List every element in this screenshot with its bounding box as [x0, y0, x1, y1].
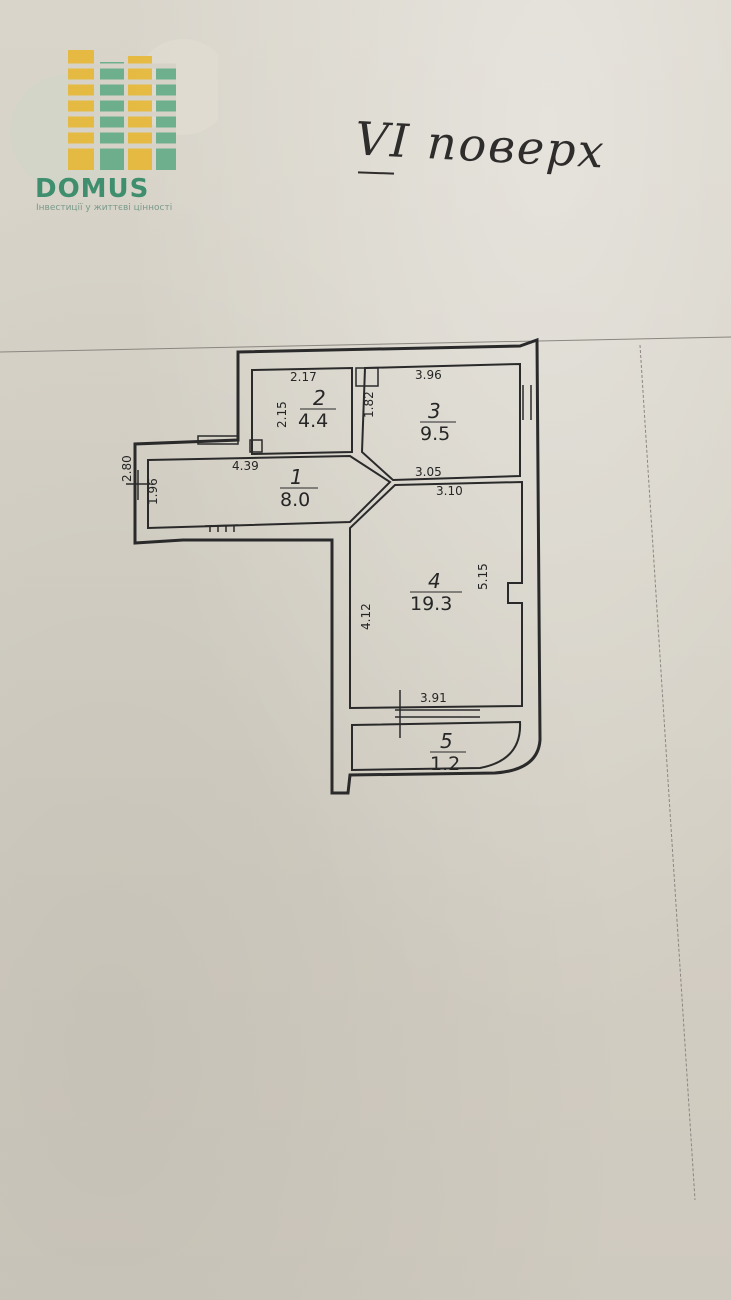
room-area: 19.3: [410, 593, 452, 615]
dimension-label: 5.15: [476, 563, 490, 590]
room-number: 4: [428, 569, 441, 593]
inner-wall: [251, 366, 353, 456]
dimension-label: 4.12: [359, 603, 373, 630]
dimension-label: 3.96: [415, 368, 442, 382]
dimension-label: 3.05: [415, 465, 442, 479]
radiator: [204, 524, 239, 532]
room-area: 4.4: [298, 410, 328, 432]
inner-wall: [147, 454, 392, 530]
inner-wall: [351, 720, 522, 772]
inner-wall: [360, 362, 521, 482]
room-area: 9.5: [420, 423, 450, 445]
logo-tagline: Інвестиції у життєві цінності: [36, 203, 173, 213]
outer-wall: [133, 337, 542, 795]
dimension-label: 1.82: [362, 391, 376, 418]
dimension-label: 2.17: [290, 370, 317, 384]
bathroom-vent: [249, 439, 263, 453]
inner-wall: [349, 480, 523, 710]
logo-name: DOMUS: [35, 174, 150, 204]
domus-logo: [10, 39, 218, 190]
kitchen-vent: [355, 367, 379, 387]
room-area: 1.2: [430, 753, 460, 775]
dimension-label: 2.15: [275, 401, 289, 428]
entry-cabinet: [197, 435, 239, 445]
dimension-label: 1.96: [146, 478, 160, 505]
dimension-label: 2.80: [120, 455, 134, 482]
room-area: 8.0: [280, 489, 310, 511]
room-number: 2: [313, 386, 326, 410]
dimension-label: 4.39: [232, 459, 259, 473]
paper-fold-line: [0, 336, 731, 353]
room-number: 5: [440, 729, 453, 753]
dimension-label: 3.91: [420, 691, 447, 705]
dimension-label: 3.10: [436, 484, 463, 498]
room-number: 3: [428, 399, 441, 423]
room-number: 1: [290, 465, 303, 489]
paper-fold-line: [639, 344, 696, 1201]
